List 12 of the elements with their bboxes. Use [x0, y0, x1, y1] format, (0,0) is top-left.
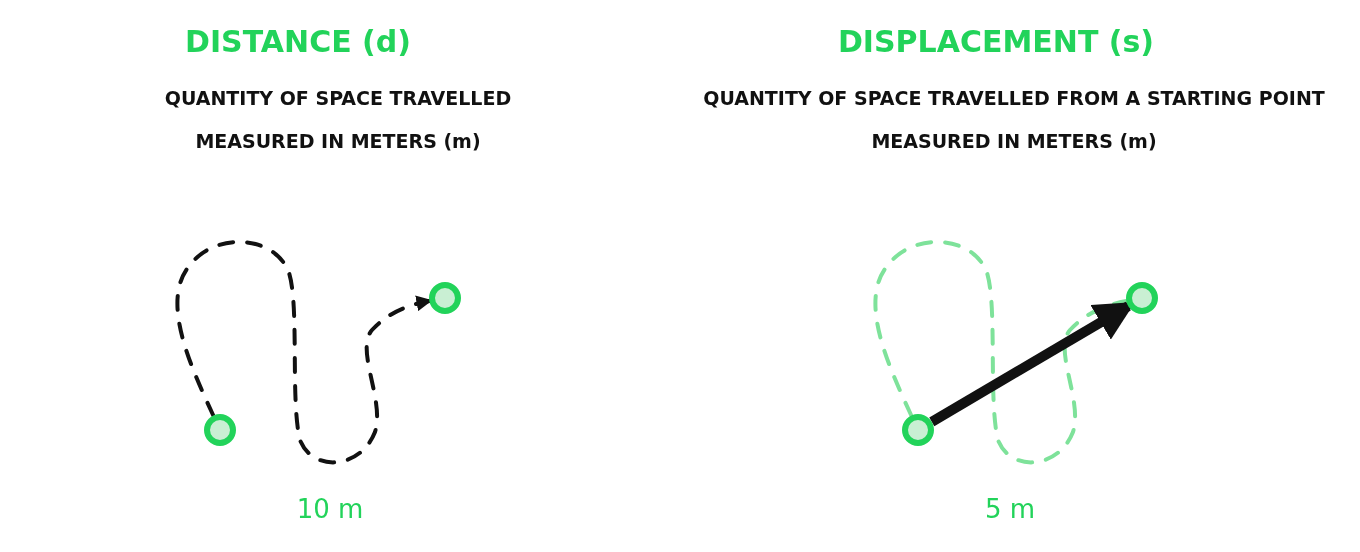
start-point	[902, 414, 934, 446]
unit-text: MEASURED IN METERS (m)	[871, 129, 1157, 152]
displacement-value: 5 m	[984, 494, 1036, 525]
definition-text: QUANTITY OF SPACE TRAVELLED	[164, 86, 512, 109]
distance-value: 10 m	[296, 494, 364, 525]
definition-text: QUANTITY OF SPACE TRAVELLED FROM A STARTING POINT	[703, 86, 1325, 109]
end-point	[429, 282, 461, 314]
unit-text: MEASURED IN METERS (m)	[195, 129, 481, 152]
heading: DISPLACEMENT (s)	[837, 24, 1155, 59]
start-point	[204, 414, 236, 446]
heading: DISTANCE (d)	[185, 24, 411, 59]
end-point	[1126, 282, 1158, 314]
